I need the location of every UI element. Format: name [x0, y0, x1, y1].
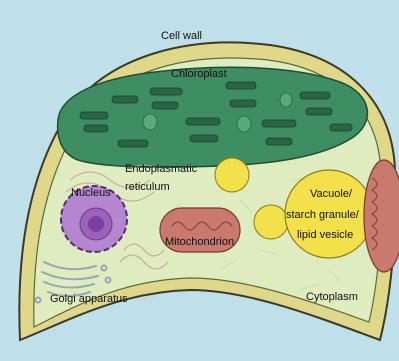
nucleus-label: Nucleus: [71, 187, 111, 199]
er-label-line2: reticulum: [125, 181, 170, 193]
er-label-line1: Endoplasmatic: [125, 163, 198, 175]
chloroplast: [58, 67, 368, 167]
mitochondrion-right: [364, 160, 399, 272]
vacuole-label-line1: Vacuole/: [310, 188, 353, 200]
vacuole-label-line3: lipid vesicle: [297, 229, 353, 241]
small-vacuole-middle: [254, 205, 288, 239]
chloroplast-label: Chloroplast: [171, 68, 227, 80]
cytoplasm-label: Cytoplasm: [306, 291, 358, 303]
cell-wall-label: Cell wall: [161, 30, 202, 42]
vacuole-label-line2: starch granule/: [286, 209, 360, 221]
small-vacuole-top: [215, 158, 249, 192]
golgi-label: Golgi apparatus: [50, 293, 128, 305]
mitochondrion-label: Mitochondrion: [165, 236, 234, 248]
